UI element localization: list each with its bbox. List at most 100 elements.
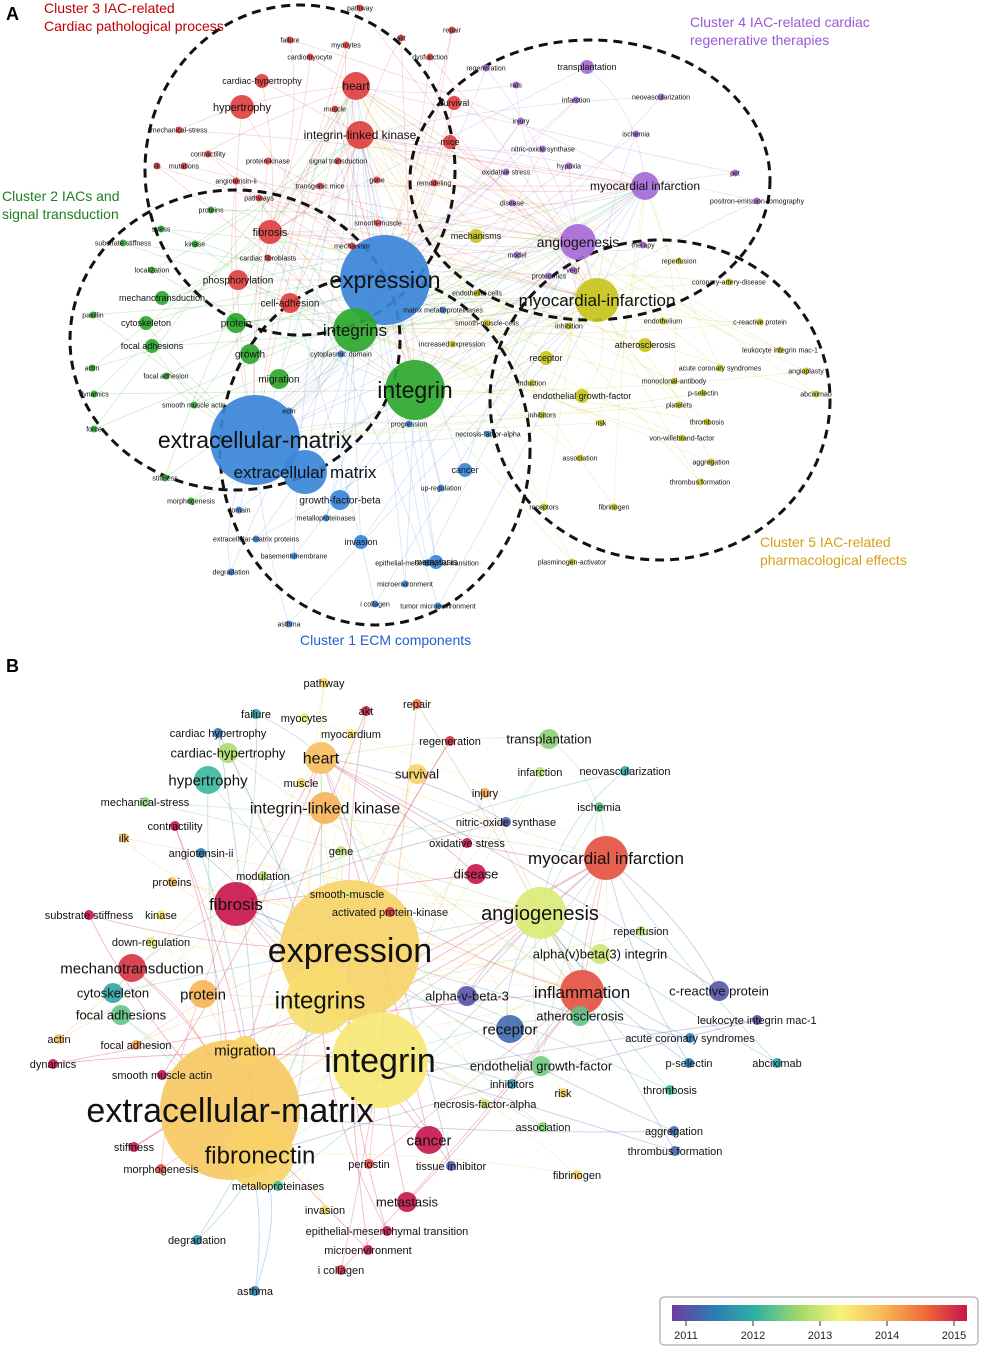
edge: [340, 991, 583, 1271]
node-plasminogen-activator: [568, 558, 576, 566]
edge: [433, 182, 646, 192]
node-label: regeneration: [466, 65, 505, 72]
node-acute-coronary-syndromes: [716, 364, 724, 372]
node-endothelial-growth-factor: [575, 389, 589, 403]
edge: [414, 370, 807, 392]
node-myocardial-infarction: [584, 836, 628, 880]
edge: [269, 56, 311, 233]
node-association: [538, 1122, 548, 1132]
node-ischemia: [594, 802, 604, 812]
node-label: tumor microenvironment: [400, 603, 476, 610]
edge: [93, 134, 361, 395]
edge: [161, 757, 322, 1076]
node-label: myocardial infarction: [590, 179, 700, 193]
node-endothelial-cells: [473, 289, 481, 297]
node-label: transgenic mice: [295, 183, 344, 190]
node-label: p-selectin: [665, 1058, 712, 1070]
node-fibronectin: [226, 1121, 294, 1189]
node-cardiac-hypertrophy: [218, 743, 238, 763]
node-label: coronary-artery-disease: [692, 279, 766, 286]
edge: [269, 231, 581, 459]
edge: [93, 85, 357, 430]
node-label: survival: [439, 98, 470, 108]
node-disease: [508, 199, 516, 207]
node-degradation: [227, 568, 235, 576]
node-inhibitors: [507, 1079, 517, 1089]
node-c-reactive-protein: [709, 981, 729, 1001]
edge: [368, 991, 583, 1165]
node-label: stress: [152, 226, 171, 233]
panel-b: extracellular-matrixintegrinexpressionin…: [6, 656, 979, 1346]
node-pet: [731, 169, 739, 177]
node-morphogenesis: [156, 1164, 166, 1174]
edge: [249, 85, 357, 355]
edge: [577, 241, 817, 395]
node-receptor: [496, 1015, 524, 1043]
node-label: stiffness: [114, 1142, 155, 1154]
edge: [359, 134, 708, 423]
edge: [254, 404, 680, 441]
node-label: angiotensin-ii: [215, 178, 257, 185]
legend-tick-label: 2012: [741, 1330, 765, 1342]
node-epithelial-mesenchymal-transition: [423, 559, 431, 567]
edge: [416, 703, 583, 993]
edge: [437, 185, 646, 607]
node-positron-emission-tomography: [753, 197, 761, 205]
cluster-label: Cluster 2 IACs and: [2, 188, 120, 204]
node-label: angiogenesis: [537, 234, 620, 250]
node-failure: [251, 709, 261, 719]
node-ecm: [285, 407, 293, 415]
node-label: ilk: [154, 163, 161, 170]
edge: [400, 37, 416, 391]
edge: [577, 241, 701, 483]
node-down-regulation: [146, 937, 156, 947]
node-label: positron-emission-tomography: [710, 198, 805, 205]
node-label: nitric-oxide synthase: [511, 146, 575, 153]
node-progression: [405, 420, 413, 428]
node-morphogenesis: [187, 497, 195, 505]
node-modulation: [258, 871, 268, 881]
node-label: vegf: [566, 267, 579, 274]
edge: [355, 85, 615, 508]
edge: [355, 85, 721, 369]
node-neovascularization: [620, 766, 630, 776]
node-mechanotransduction: [118, 954, 146, 982]
node-actin: [88, 364, 96, 372]
node-label: angiotensin-ii: [169, 848, 234, 860]
node-label: modulation: [236, 871, 290, 883]
node-label: increased expression: [419, 341, 485, 348]
edge: [359, 96, 662, 136]
node-matrix-metalloproteinases: [439, 306, 447, 314]
node-label: cancer: [451, 465, 478, 475]
edge: [376, 179, 579, 243]
node-label: oxidative stress: [429, 838, 505, 850]
node-label: mechanotransduction: [60, 960, 203, 977]
node-label: protein-kinase: [246, 158, 290, 165]
node-infarction: [535, 767, 545, 777]
node-inhibition: [565, 322, 573, 330]
edge: [289, 39, 646, 187]
node-stress: [157, 225, 165, 233]
node-mechanisms: [469, 229, 483, 243]
node-label: association: [562, 455, 597, 462]
node-pathways: [255, 194, 263, 202]
node-label: thrombosis: [690, 419, 725, 426]
node-cardiomyocyte: [306, 53, 314, 61]
node-heart: [342, 72, 370, 100]
node-label: mice: [440, 137, 459, 147]
node-failure: [286, 36, 294, 44]
edge: [579, 185, 646, 459]
edge: [160, 903, 237, 1170]
node-microenvironment: [363, 1245, 373, 1255]
node-label: microenvironment: [324, 1245, 411, 1257]
node-label: smooth-muscle: [354, 220, 402, 227]
node-label: integrin: [377, 377, 452, 403]
node-label: von-willebrand-factor: [650, 435, 716, 442]
edge: [320, 757, 468, 844]
edge: [304, 134, 361, 473]
edge: [259, 1019, 758, 1156]
edge: [160, 228, 356, 331]
node-label: progression: [391, 421, 428, 428]
node-stiffness: [129, 1142, 139, 1152]
node-substrate-stiffness: [84, 910, 94, 920]
